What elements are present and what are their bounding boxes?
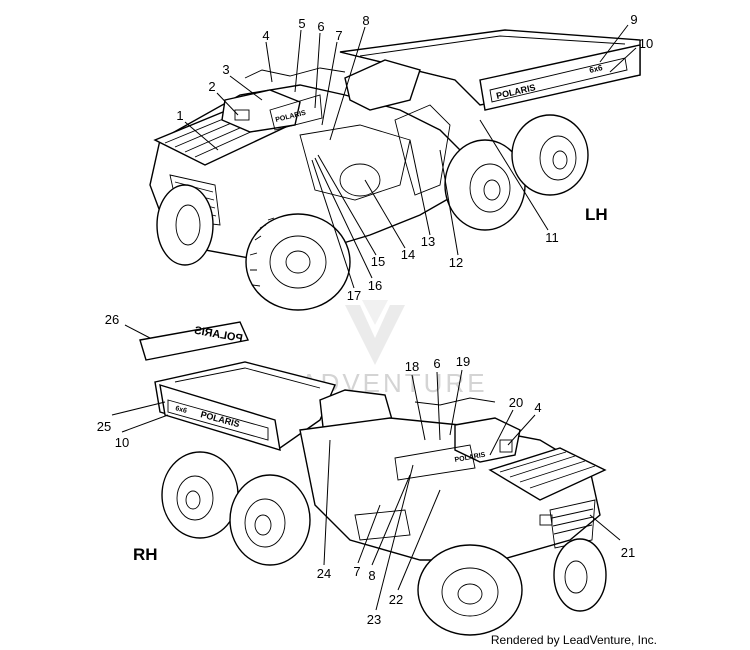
watermark-logo <box>345 300 405 365</box>
callout-lh-14: 14 <box>401 247 415 262</box>
callout-lh-6: 6 <box>317 19 324 34</box>
callout-rh-4: 4 <box>534 400 541 415</box>
rh-leader-lines <box>111 369 621 611</box>
callout-lh-12: 12 <box>449 255 463 270</box>
rh-rear-wheel <box>161 451 239 539</box>
lh-callouts: 1 2 3 4 5 6 7 8 9 10 11 12 13 14 15 16 1… <box>176 12 653 303</box>
callout-lh-2: 2 <box>208 79 215 94</box>
callout-rh-22: 22 <box>389 592 403 607</box>
rh-bed-decal-model: 6x6 <box>174 405 187 415</box>
callout-lh-5: 5 <box>298 16 305 31</box>
callout-lh-17: 17 <box>347 288 361 303</box>
callout-lh-7: 7 <box>335 28 342 43</box>
callout-rh-8: 8 <box>368 568 375 583</box>
lh-front-wheel <box>245 213 351 311</box>
lh-leader-lines <box>184 24 637 289</box>
render-credit: Rendered by LeadVenture, Inc. <box>491 633 657 647</box>
rh-mid-wheel <box>229 474 311 566</box>
rh-vehicle-drawing: 6x6 POLARIS <box>154 361 607 636</box>
callout-lh-4: 4 <box>262 28 269 43</box>
callout-lh-1: 1 <box>176 108 183 123</box>
lh-bed-decal-model: 6x6 <box>588 63 604 75</box>
callout-lh-8: 8 <box>362 13 369 28</box>
callout-lh-3: 3 <box>222 62 229 77</box>
rh-grille <box>549 499 596 549</box>
rh-callouts: 25 10 18 6 19 20 4 21 24 7 8 22 23 <box>97 354 635 627</box>
rh-handlebars <box>414 397 496 406</box>
callout-rh-18: 18 <box>405 359 419 374</box>
callout-rh-25: 25 <box>97 419 111 434</box>
callout-lh-11: 11 <box>545 230 559 245</box>
callout-rh-26: 26 <box>105 312 119 327</box>
lh-vehicle-drawing: POLARIS 6x6 <box>149 29 641 311</box>
lh-handlebars <box>244 67 346 79</box>
callout-rh-19: 19 <box>456 354 470 369</box>
callout-rh-10: 10 <box>115 435 129 450</box>
callout-rh-24: 24 <box>317 566 331 581</box>
rh-front-rack <box>488 447 607 501</box>
label-lh: LH <box>585 205 608 224</box>
rh-bed-decal <box>167 399 269 441</box>
rh-front-wheel <box>417 544 523 636</box>
lh-front-decal <box>269 94 323 131</box>
lh-rear-wheel-front <box>156 184 214 266</box>
rh-cargo-bed <box>154 361 336 451</box>
callout-rh-23: 23 <box>367 612 381 627</box>
label-rh: RH <box>133 545 158 564</box>
callout-lh-10: 10 <box>639 36 653 51</box>
rh-side-decal <box>394 444 476 481</box>
lh-rear-wheel <box>511 114 589 196</box>
rh-body-shell <box>299 417 601 561</box>
rh-front-wheel-far <box>553 538 607 612</box>
callout-rh-21: 21 <box>621 545 635 560</box>
lh-seat <box>344 59 421 111</box>
callout-lh-13: 13 <box>421 234 435 249</box>
callout-lh-16: 16 <box>368 278 382 293</box>
callout-lh-9: 9 <box>630 12 637 27</box>
callout-rh-7: 7 <box>353 564 360 579</box>
callout-rh-6: 6 <box>433 356 440 371</box>
callout-rh-20: 20 <box>509 395 523 410</box>
callout-lh-15: 15 <box>371 254 385 269</box>
loose-bed-decal: POLARIS 26 <box>105 312 249 361</box>
